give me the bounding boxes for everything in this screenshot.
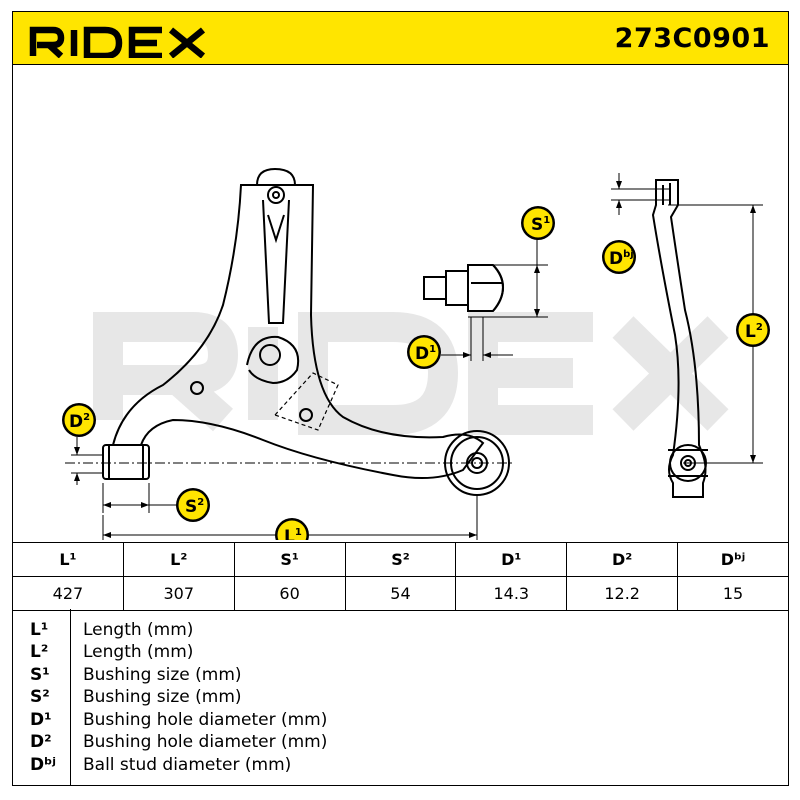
badge-s1: S1 [521, 206, 555, 240]
legend-code: S¹ [30, 665, 50, 685]
legend-description: Bushing size (mm) [83, 687, 242, 707]
legend-item: S¹ Bushing size (mm) [13, 664, 783, 687]
header-bar: 273C0901 [12, 11, 789, 65]
legend-code: L¹ [30, 620, 49, 640]
technical-drawing-frame: S1 D1 D2 S2 L1 [12, 65, 789, 542]
legend-description: Bushing hole diameter (mm) [83, 710, 328, 730]
technical-drawing: S1 D1 D2 S2 L1 [62, 167, 770, 540]
spec-value-l1: 427 [12, 576, 124, 611]
dimension-lines-main [71, 437, 478, 540]
badge-d2: D2 [62, 403, 96, 437]
svg-text:L2: L2 [745, 322, 763, 342]
legend-code: D² [30, 732, 52, 752]
part-number: 273C0901 [614, 23, 770, 54]
ridex-logo [29, 26, 206, 58]
spec-value-d2: 12.2 [566, 576, 679, 611]
svg-text:Dbj: Dbj [609, 249, 634, 269]
legend-item: Dᵇʲ Ball stud diameter (mm) [13, 754, 783, 777]
svg-text:S1: S1 [531, 215, 550, 235]
legend-description: Length (mm) [83, 620, 194, 640]
spec-value-s1: 60 [233, 576, 346, 611]
side-view-arrows [616, 181, 756, 463]
badge-l2: L2 [736, 313, 770, 347]
spec-header-d1: D¹ [455, 542, 568, 577]
svg-text:D1: D1 [415, 344, 436, 364]
legend-code: D¹ [30, 710, 52, 730]
spec-header-s2: S² [344, 542, 457, 577]
spec-value-s2: 54 [344, 576, 457, 611]
badge-dbj: Dbj [602, 240, 636, 274]
svg-text:S2: S2 [185, 497, 204, 517]
legend-divider [70, 609, 71, 785]
legend-description: Bushing size (mm) [83, 665, 242, 685]
spec-header-d2: D² [566, 542, 679, 577]
legend-code: S² [30, 687, 50, 707]
legend-item: D¹ Bushing hole diameter (mm) [13, 709, 783, 732]
legend: L¹ Length (mm) L² Length (mm) S¹ Bushing… [12, 609, 789, 786]
spec-value-dbj: 15 [677, 576, 789, 611]
legend-code: Dᵇʲ [30, 755, 56, 775]
spec-value-d1: 14.3 [455, 576, 568, 611]
legend-item: S² Bushing size (mm) [13, 686, 783, 709]
spec-header-s1: S¹ [233, 542, 346, 577]
spec-value-l2: 307 [122, 576, 235, 611]
svg-text:D2: D2 [69, 412, 90, 432]
legend-description: Ball stud diameter (mm) [83, 755, 292, 775]
legend-description: Length (mm) [83, 642, 194, 662]
spec-table-value-row: 427 307 60 54 14.3 12.2 15 [12, 576, 789, 611]
spec-header-dbj: Dᵇʲ [677, 542, 789, 577]
badge-l1: L1 [275, 518, 309, 540]
legend-description: Bushing hole diameter (mm) [83, 732, 328, 752]
badge-s2: S2 [176, 488, 210, 522]
bushing-dimensions [441, 235, 548, 361]
spec-header-l2: L² [122, 542, 235, 577]
legend-item: L¹ Length (mm) [13, 619, 783, 642]
legend-item: D² Bushing hole diameter (mm) [13, 731, 783, 754]
legend-code: L² [30, 642, 49, 662]
legend-item: L² Length (mm) [13, 641, 783, 664]
dimension-arrows-main [74, 447, 477, 538]
badge-d1: D1 [407, 335, 441, 369]
spec-table-header-row: L¹ L² S¹ S² D¹ D² Dᵇʲ [12, 542, 789, 577]
spec-header-l1: L¹ [12, 542, 124, 577]
ridex-watermark [93, 312, 729, 435]
bushing-arrows [463, 265, 540, 358]
spec-table: L¹ L² S¹ S² D¹ D² Dᵇʲ 427 307 60 54 14.3… [12, 542, 789, 611]
svg-text:L1: L1 [284, 527, 302, 540]
bushing-detail [423, 264, 505, 312]
